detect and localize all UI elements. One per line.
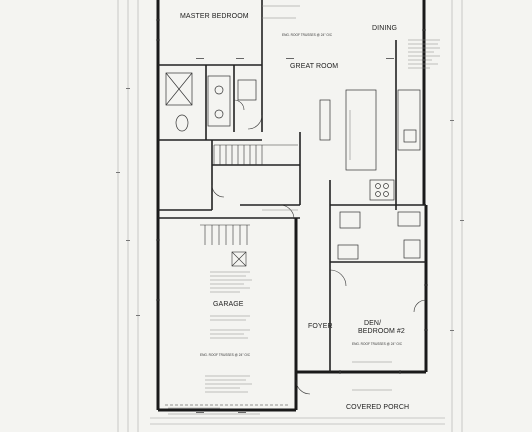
room-label-dining: DINING	[372, 25, 397, 32]
misc-fixtures	[319, 99, 421, 260]
room-label-covered-porch: COVERED PORCH	[346, 404, 409, 411]
dimension-ticks	[116, 88, 464, 331]
room-label-foyer: FOYER	[308, 323, 333, 330]
fireplace	[319, 99, 331, 141]
room-label-master-bedroom: MASTER BEDROOM	[180, 13, 249, 20]
water-heater	[231, 251, 247, 267]
sink-icon	[403, 129, 417, 143]
room-label-den-line2: BEDROOM #2	[358, 328, 405, 335]
note-roof-trusses-garage: ENG. ROOF TRUSSES @ 24" O/C	[200, 353, 251, 357]
interior-walls	[158, 0, 426, 372]
door-swings	[211, 99, 427, 395]
dimension-marks	[196, 58, 394, 413]
note-roof-trusses-great-room: ENG. ROOF TRUSSES @ 24" O/C	[282, 33, 333, 37]
room-label-den-line1: DEN/	[364, 320, 381, 327]
stairs	[200, 144, 298, 245]
garage-details	[165, 251, 290, 406]
pantry	[339, 211, 361, 229]
kitchen-island	[345, 89, 377, 171]
range-icon	[369, 179, 395, 201]
kitchen-fixtures	[339, 89, 421, 229]
shower	[165, 72, 193, 106]
outer-dimension-lines	[117, 0, 463, 432]
room-label-great-room: GREAT ROOM	[290, 63, 338, 70]
bathroom-fixtures	[165, 72, 257, 132]
laundry-appliance	[397, 211, 421, 227]
sink-icon	[214, 85, 224, 95]
den-closet	[403, 239, 421, 259]
kitchen-counter	[397, 89, 421, 151]
hall-bath	[337, 244, 359, 260]
exterior-walls	[156, 0, 428, 412]
note-roof-trusses-den: ENG. ROOF TRUSSES @ 24" O/C	[352, 342, 403, 346]
linen-closet	[237, 79, 257, 101]
fine-print-annotations	[168, 5, 440, 415]
sink-icon	[214, 109, 224, 119]
room-label-garage: GARAGE	[213, 301, 244, 308]
toilet-icon	[175, 114, 189, 132]
vanity	[207, 75, 231, 127]
